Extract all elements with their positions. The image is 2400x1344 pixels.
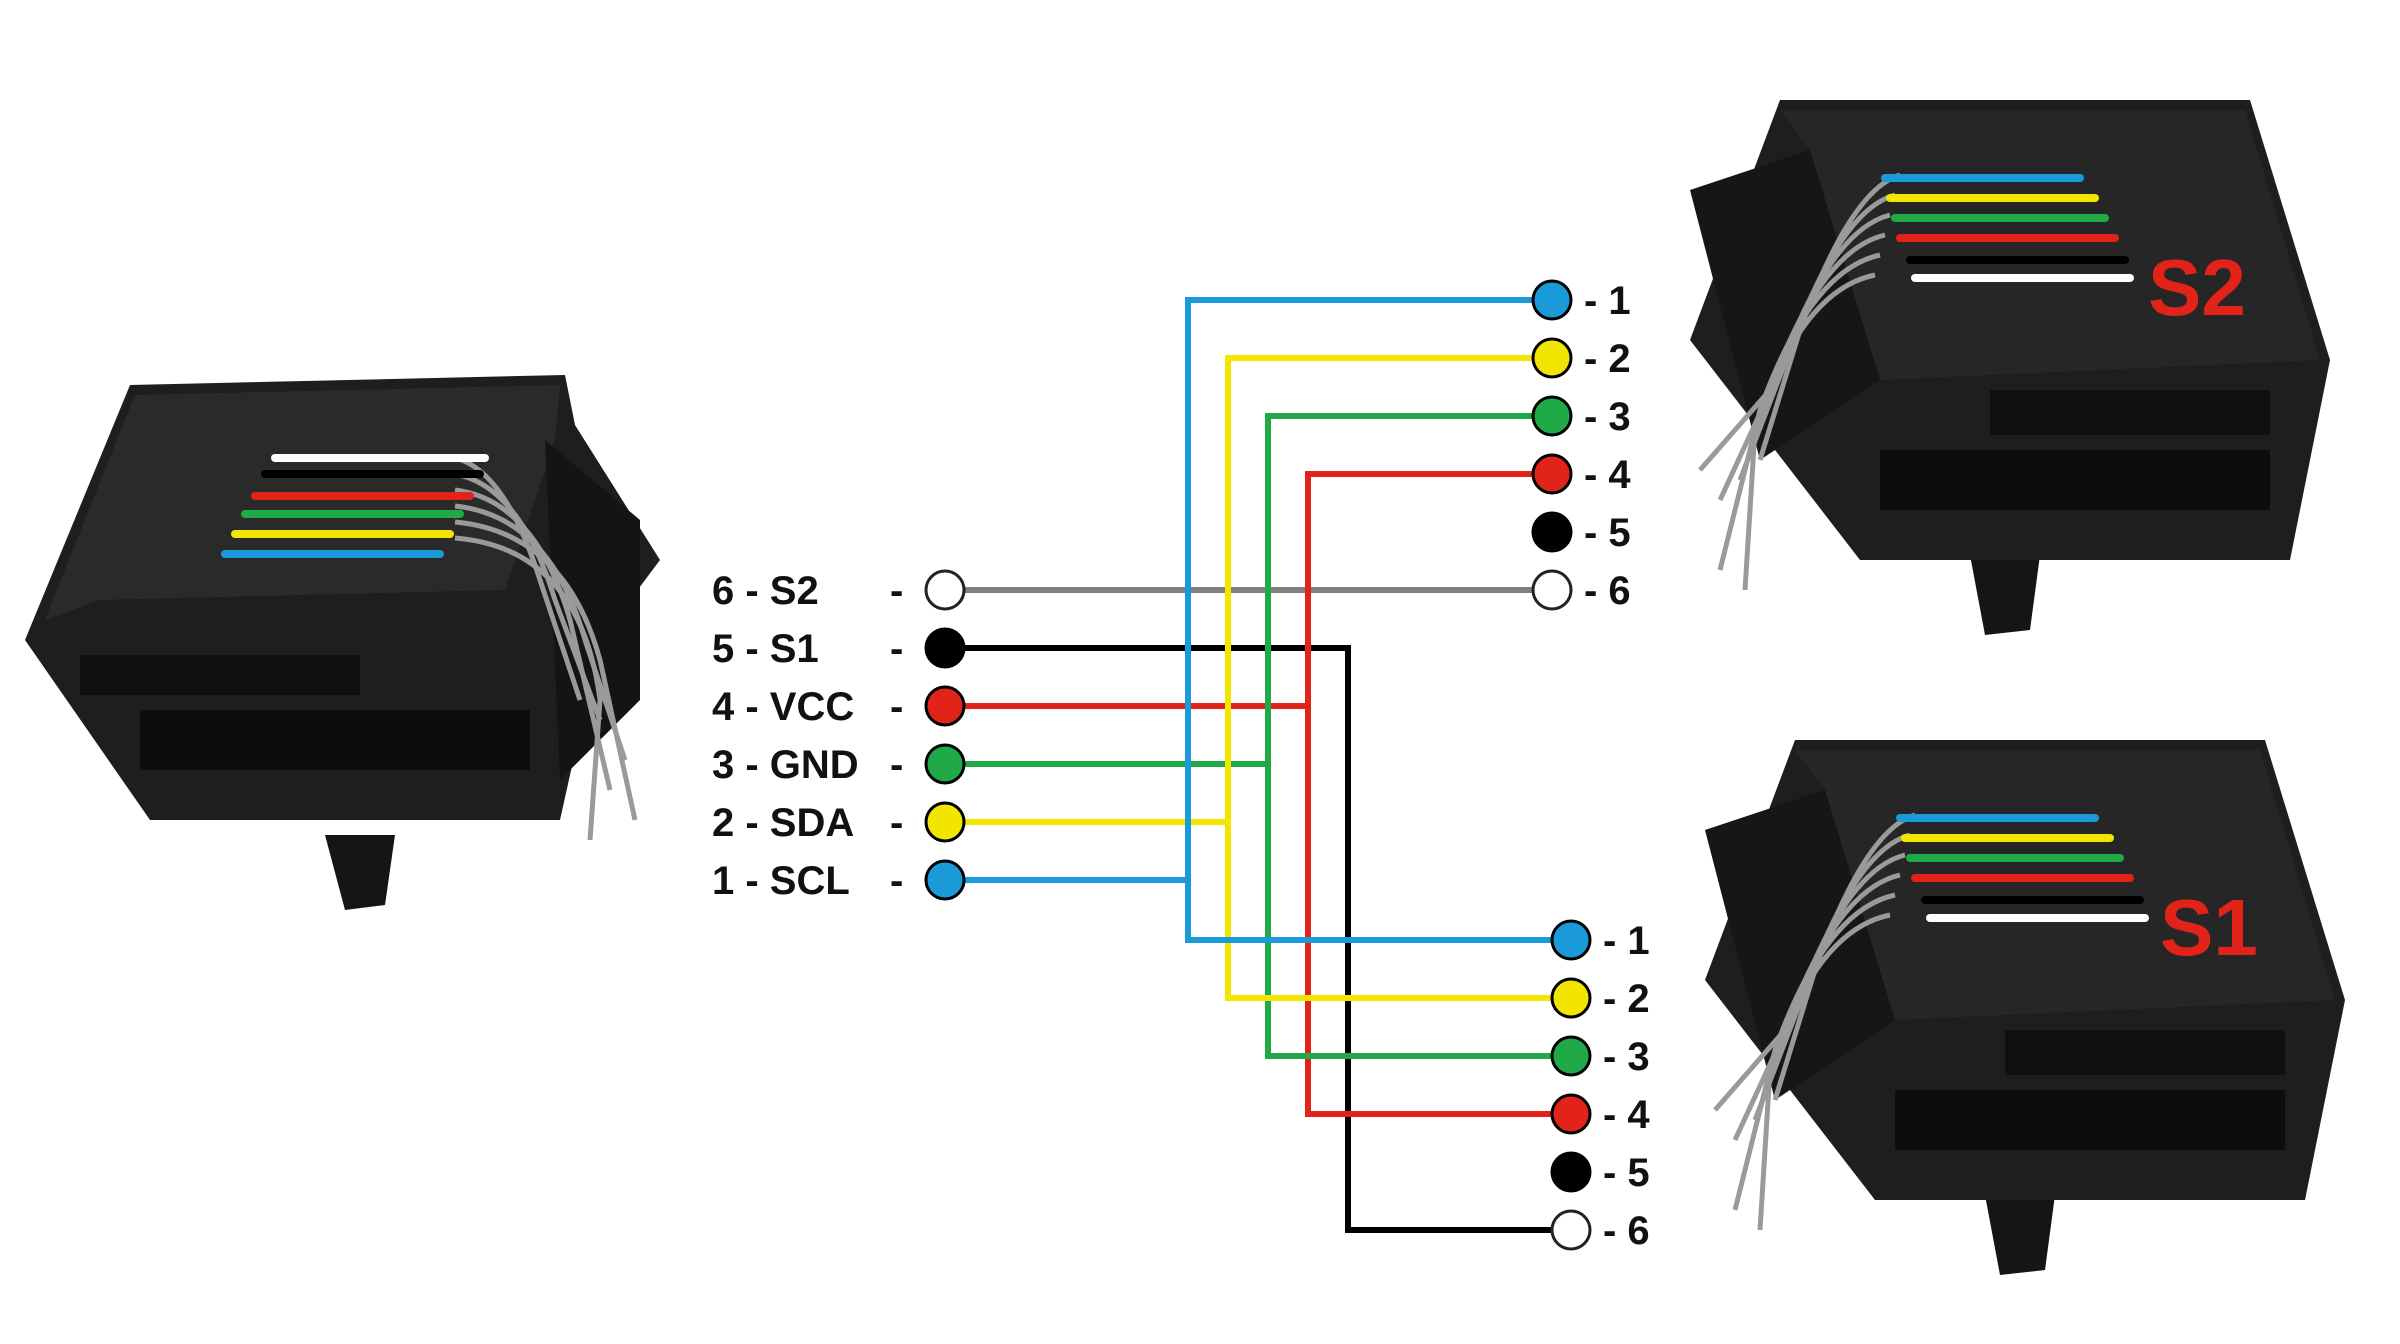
jack-s1-pin-dot [1550,1093,1592,1135]
jack-s2-pins: - 1 - 2 - 3 - 4 - 5 - 6 [1531,279,1631,613]
wires [945,297,1571,1233]
jack-s1-pin-dot [1550,977,1592,1019]
left-pin-dot [924,801,966,843]
left-pin-label: 3 - GND [712,743,859,787]
left-pin-dot [924,627,966,669]
jack-s2-pin-label: - 5 [1584,511,1631,555]
jack-s1-pins: - 1 - 2 - 3 - 4 - 5 - 6 [1550,919,1650,1253]
left-pin-dash: - [890,859,903,903]
jack-s1-pin-label: - 1 [1603,919,1650,963]
jack-s2-pin-label: - 2 [1584,337,1631,381]
left-pin-dot [924,743,966,785]
wire-gnd-bus [1265,413,1571,1059]
jack-s1-pin-dot [1550,1035,1592,1077]
left-pin-dot [924,569,966,611]
left-pin-dash: - [890,627,903,671]
jack-s1-label: S1 [2160,883,2258,972]
rj12-jack-left [25,375,660,910]
jack-s2-pin-dot [1531,337,1573,379]
left-pin-label: 5 - S1 [712,627,819,671]
left-pin-label: 2 - SDA [712,801,854,845]
wire-scl-bus [1185,297,1571,943]
jack-s1-pin-label: - 2 [1603,977,1650,1021]
rj12-jack-s2: S2 [1690,100,2330,635]
jack-s1-pin-dot [1550,1209,1592,1251]
left-pin-dash: - [890,801,903,845]
left-pin-label: 4 - VCC [712,685,854,729]
jack-s2-pin-label: - 3 [1584,395,1631,439]
left-pin-dash: - [890,569,903,613]
rj12-jack-s1: S1 [1705,740,2345,1275]
jack-s2-pin-dot [1531,569,1573,611]
jack-s2-label: S2 [2148,243,2246,332]
left-connector-pins: 6 - S2-5 - S1-4 - VCC-3 - GND-2 - SDA-1 … [712,569,966,903]
wire-sda-bus [1225,355,1571,1001]
jack-s2-pin-label: - 4 [1584,453,1631,497]
jack-s2-pin-label: - 1 [1584,279,1631,323]
left-pin-dash: - [890,743,903,787]
jack-s1-pin-label: - 6 [1603,1209,1650,1253]
left-pin-label: 1 - SCL [712,859,850,903]
jack-s2-pin-dot [1531,279,1573,321]
jack-s2-pin-dot [1531,453,1573,495]
left-pin-dash: - [890,685,903,729]
jack-s1-pin-dot [1550,919,1592,961]
jack-s1-pin-label: - 4 [1603,1093,1650,1137]
jack-s2-pin-dot [1531,395,1573,437]
jack-s2-pin-label: - 6 [1584,569,1631,613]
jack-s1-pin-dot [1550,1151,1592,1193]
left-pin-label: 6 - S2 [712,569,819,613]
left-pin-dot [924,685,966,727]
jack-s1-pin-label: - 3 [1603,1035,1650,1079]
wire-vcc-bus [1305,471,1571,1117]
jack-s1-pin-label: - 5 [1603,1151,1650,1195]
jack-s2-pin-dot [1531,511,1573,553]
left-pin-dot [924,859,966,901]
